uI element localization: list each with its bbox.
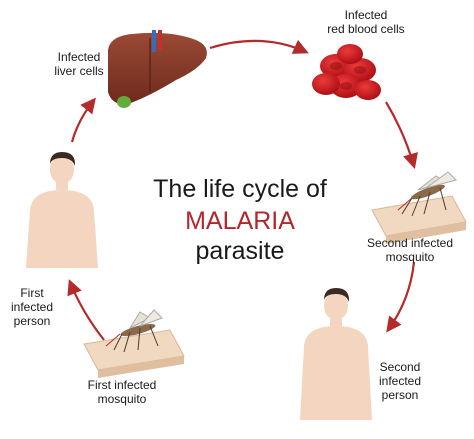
second-mosquito-icon	[397, 171, 457, 217]
first-mosquito-icon	[105, 309, 163, 353]
liver-icon	[108, 30, 207, 108]
label-blood-line1: Infected	[344, 8, 388, 22]
arrow-liver-to-blood	[209, 39, 309, 54]
label-first-person-line2: infected	[10, 300, 54, 314]
label-liver-line1: Infected	[57, 50, 101, 64]
label-second-person: Second infected person	[370, 360, 430, 402]
label-first-person-line3: person	[13, 314, 51, 328]
label-liver: Infected liver cells	[44, 50, 114, 78]
label-second-person-line2: infected	[378, 374, 422, 388]
label-second-person-line1: Second	[379, 360, 421, 374]
arrow-second-mosquito-to-second-person	[386, 261, 416, 333]
title-line3: parasite	[195, 237, 285, 265]
label-second-mosquito: Second infected mosquito	[360, 236, 460, 264]
first-person-icon	[26, 152, 98, 268]
arrow-first-person-to-liver	[70, 97, 96, 143]
label-first-person-line1: First	[20, 286, 44, 300]
label-blood: Infected red blood cells	[318, 8, 414, 36]
arrow-blood-to-second-mosquito	[385, 101, 418, 169]
label-second-mosquito-line2: mosquito	[385, 250, 435, 264]
label-liver-line2: liver cells	[54, 64, 104, 78]
arrow-first-mosquito-to-first-person	[67, 279, 105, 341]
title-line2: MALARIA	[185, 207, 295, 235]
title-line1: The life cycle of	[153, 175, 327, 203]
label-blood-line2: red blood cells	[327, 22, 405, 36]
label-first-mosquito-line1: First infected	[87, 378, 157, 392]
label-first-mosquito-line2: mosquito	[97, 392, 147, 406]
first-mosquito-skin-patch-icon	[83, 329, 185, 378]
label-second-person-line3: person	[381, 388, 419, 402]
label-first-person: First infected person	[4, 286, 60, 328]
red-blood-cells-icon	[312, 44, 381, 100]
second-mosquito-skin-patch-icon	[371, 195, 467, 244]
label-first-mosquito: First infected mosquito	[72, 378, 172, 406]
second-person-icon	[300, 288, 372, 420]
label-second-mosquito-line1: Second infected	[366, 236, 454, 250]
